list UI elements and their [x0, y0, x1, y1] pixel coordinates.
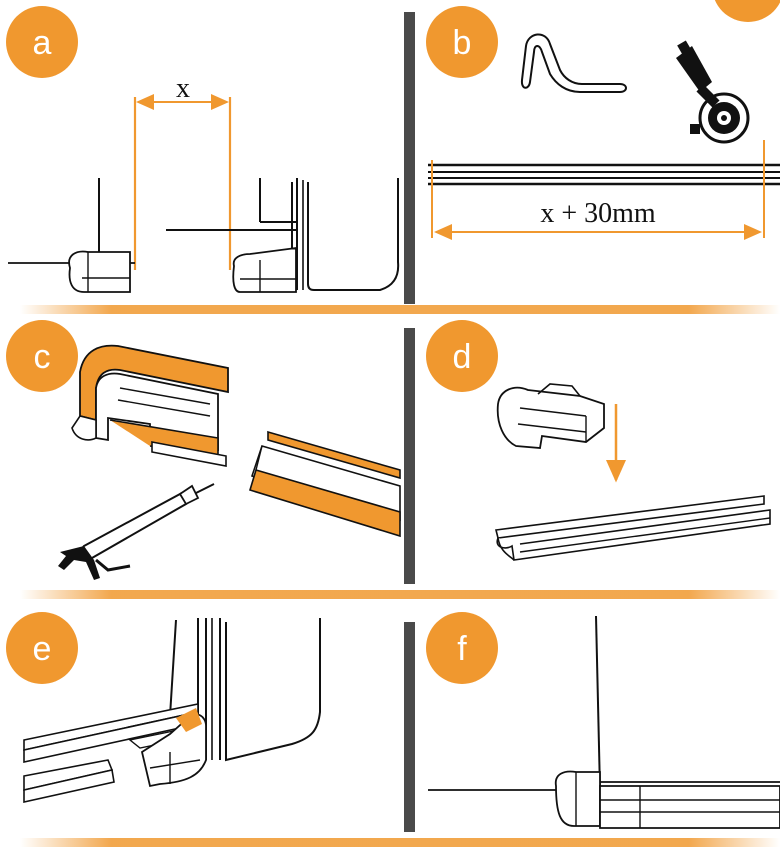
- straight-profile-with-sealant: [249, 430, 401, 538]
- step-badge-a: [6, 6, 78, 78]
- row-separator-1: [20, 305, 780, 314]
- row-separator-3: [20, 838, 780, 847]
- step-badge-e: [6, 612, 78, 684]
- corner-piece-with-sealant: [71, 344, 229, 467]
- row-separator-2: [20, 590, 780, 599]
- panel-d: d: [426, 320, 771, 561]
- base-profile: [495, 495, 771, 561]
- corner-badge: [714, 0, 780, 22]
- step-label-c: c: [34, 338, 51, 376]
- panel-f: f: [426, 612, 780, 829]
- step-label-b: b: [453, 24, 472, 62]
- step-label-e: e: [33, 630, 52, 668]
- step-label-d: d: [453, 338, 472, 376]
- panel-a: a x: [6, 6, 400, 293]
- cut-length-label: x + 30mm: [540, 198, 656, 229]
- gap-dimension-label: x: [176, 73, 190, 104]
- column-divider-2: [404, 328, 415, 584]
- step-label-a: a: [33, 24, 52, 62]
- step-badge-b: [426, 6, 498, 78]
- panel-e: e: [6, 612, 321, 803]
- panel-b: b x + 30mm: [426, 6, 780, 240]
- corner-piece: [496, 383, 605, 449]
- step-label-f: f: [457, 630, 467, 668]
- panel-c: c: [6, 320, 401, 580]
- step-badge-f: [426, 612, 498, 684]
- step-badge-c: [6, 320, 78, 392]
- column-divider-1: [404, 12, 415, 304]
- hook-profile-icon: [520, 33, 627, 93]
- step-badge-d: [426, 320, 498, 392]
- column-divider-3: [404, 622, 415, 832]
- caulking-gun-icon: [58, 483, 215, 580]
- angle-grinder-icon: [676, 40, 750, 144]
